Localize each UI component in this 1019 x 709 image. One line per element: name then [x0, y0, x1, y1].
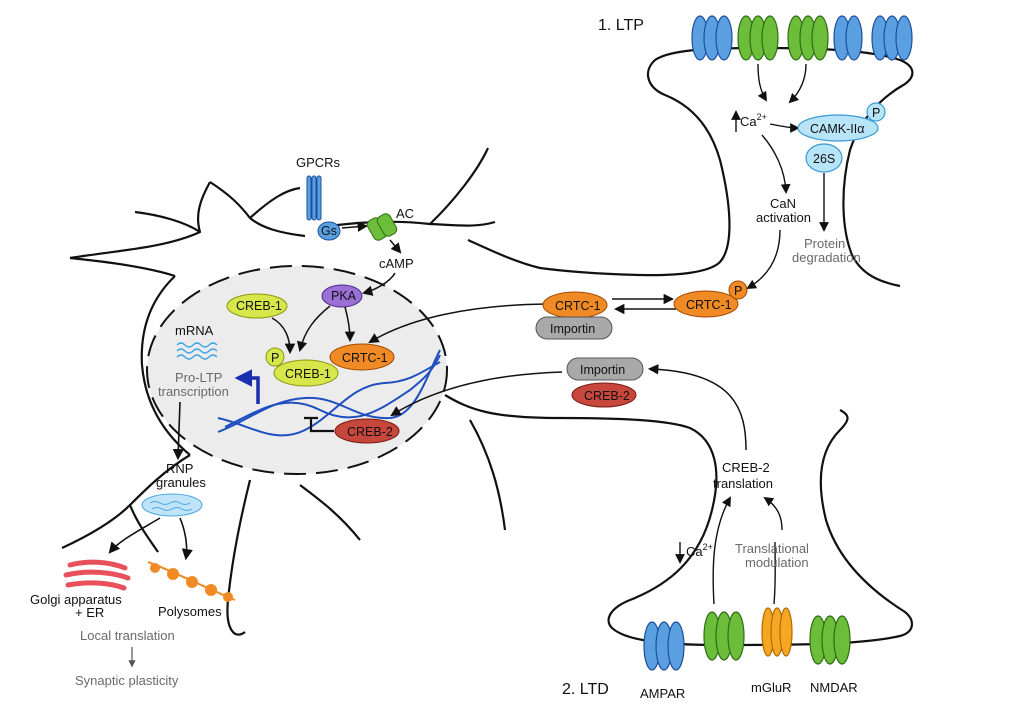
ampar-receptor-icon — [871, 15, 913, 61]
phosphate-crtc1 — [728, 280, 748, 300]
crtc1-phos-protein — [673, 290, 739, 318]
golgi-label: Golgi apparatus — [30, 592, 122, 607]
ampar-receptor-icon — [691, 15, 733, 61]
mrna-icon — [176, 342, 218, 360]
crtc1-nucleus-protein — [329, 343, 395, 371]
rnp-granule-icon — [141, 493, 203, 517]
ac-label: AC — [396, 206, 414, 221]
repression-bar — [304, 416, 334, 433]
mglur-receptor-icon — [761, 607, 793, 657]
synaptic-plasticity-label: Synaptic plasticity — [75, 673, 179, 688]
polysomes-label: Polysomes — [158, 604, 222, 619]
ca-ltp-label: Ca2+ — [740, 112, 767, 129]
gpcr-receptor-icon — [306, 175, 322, 221]
ca-ltd-label: Ca2+ — [686, 542, 713, 559]
can-activation-label: activation — [756, 210, 811, 225]
local-translation-label: Local translation — [80, 628, 175, 643]
pka-label: PKA — [331, 289, 357, 303]
camp-label: cAMP — [379, 256, 414, 271]
importin-mid — [566, 357, 644, 381]
creb2-nucleus-protein — [334, 418, 400, 444]
gs-protein — [317, 221, 341, 241]
can-label: CaN — [770, 196, 796, 211]
creb2-mid-label: CREB-2 — [584, 389, 630, 403]
protein-label: Protein — [804, 236, 845, 251]
phosphate-camk-label: P — [872, 106, 880, 120]
mrna-label: mRNA — [175, 323, 214, 338]
granules-label: granules — [156, 475, 206, 490]
golgi-icon — [63, 559, 131, 591]
crtc1-mid-label: CRTC-1 — [555, 299, 601, 313]
phosphate-creb1 — [265, 347, 285, 367]
pro-ltp-label: Pro-LTP — [175, 370, 222, 385]
importin-top — [535, 316, 613, 340]
rnp-label: RNP — [166, 461, 193, 476]
crtc1-nucleus-label: CRTC-1 — [342, 351, 388, 365]
camk-protein — [797, 114, 879, 142]
creb2-nucleus-label: CREB-2 — [347, 425, 393, 439]
camk-label: CAMK-IIα — [810, 122, 864, 136]
ltp-title: 1. LTP — [598, 17, 644, 34]
gs-label: Gs — [321, 224, 337, 238]
crtc1-phos-label: CRTC-1 — [686, 298, 732, 312]
nmdar-receptor-icon — [737, 15, 779, 61]
ltd-receptor-row — [643, 607, 851, 671]
pka-protein — [321, 284, 363, 308]
proteasome-26s-label: 26S — [813, 152, 835, 166]
translational-label: Translational — [735, 541, 809, 556]
gpcrs-label: GPCRs — [296, 155, 341, 170]
creb1-label: CREB-1 — [236, 299, 282, 313]
ampar-label: AMPAR — [640, 686, 685, 701]
phosphate-camk — [866, 102, 886, 122]
proteasome-26s — [805, 143, 843, 173]
ltd-title: 2. LTD — [562, 681, 609, 698]
polysome-icon — [147, 561, 236, 602]
nmdar-receptor-icon — [787, 15, 829, 61]
nmdar-receptor-icon — [809, 615, 851, 665]
ltp-receptor-row — [691, 15, 913, 61]
creb2-translation-label-1: CREB-2 — [722, 460, 770, 475]
nmdar-label: NMDAR — [810, 680, 858, 695]
creb2-mid-protein — [571, 382, 637, 408]
adenylyl-cyclase-icon — [366, 213, 398, 241]
creb1-protein — [226, 293, 288, 319]
creb1-bound-protein — [273, 359, 339, 387]
mglur-label: mGluR — [751, 680, 791, 695]
er-label: + ER — [75, 605, 104, 620]
transcription-label: transcription — [158, 384, 229, 399]
nmdar-receptor-icon — [703, 611, 745, 661]
phosphate-crtc1-label: P — [734, 284, 742, 298]
phosphate-creb1-label: P — [271, 351, 279, 365]
importin-mid-label: Importin — [580, 363, 625, 377]
creb1-bound-label: CREB-1 — [285, 367, 331, 381]
modulation-label: modulation — [745, 555, 809, 570]
dna-helix — [217, 349, 441, 437]
ampar-receptor-icon — [643, 621, 685, 671]
importin-top-label: Importin — [550, 322, 595, 336]
transcription-start-arrow — [234, 369, 260, 404]
ampar-receptor-icon — [833, 15, 863, 61]
degradation-label: degradation — [792, 250, 861, 265]
creb2-translation-label-2: translation — [713, 476, 773, 491]
